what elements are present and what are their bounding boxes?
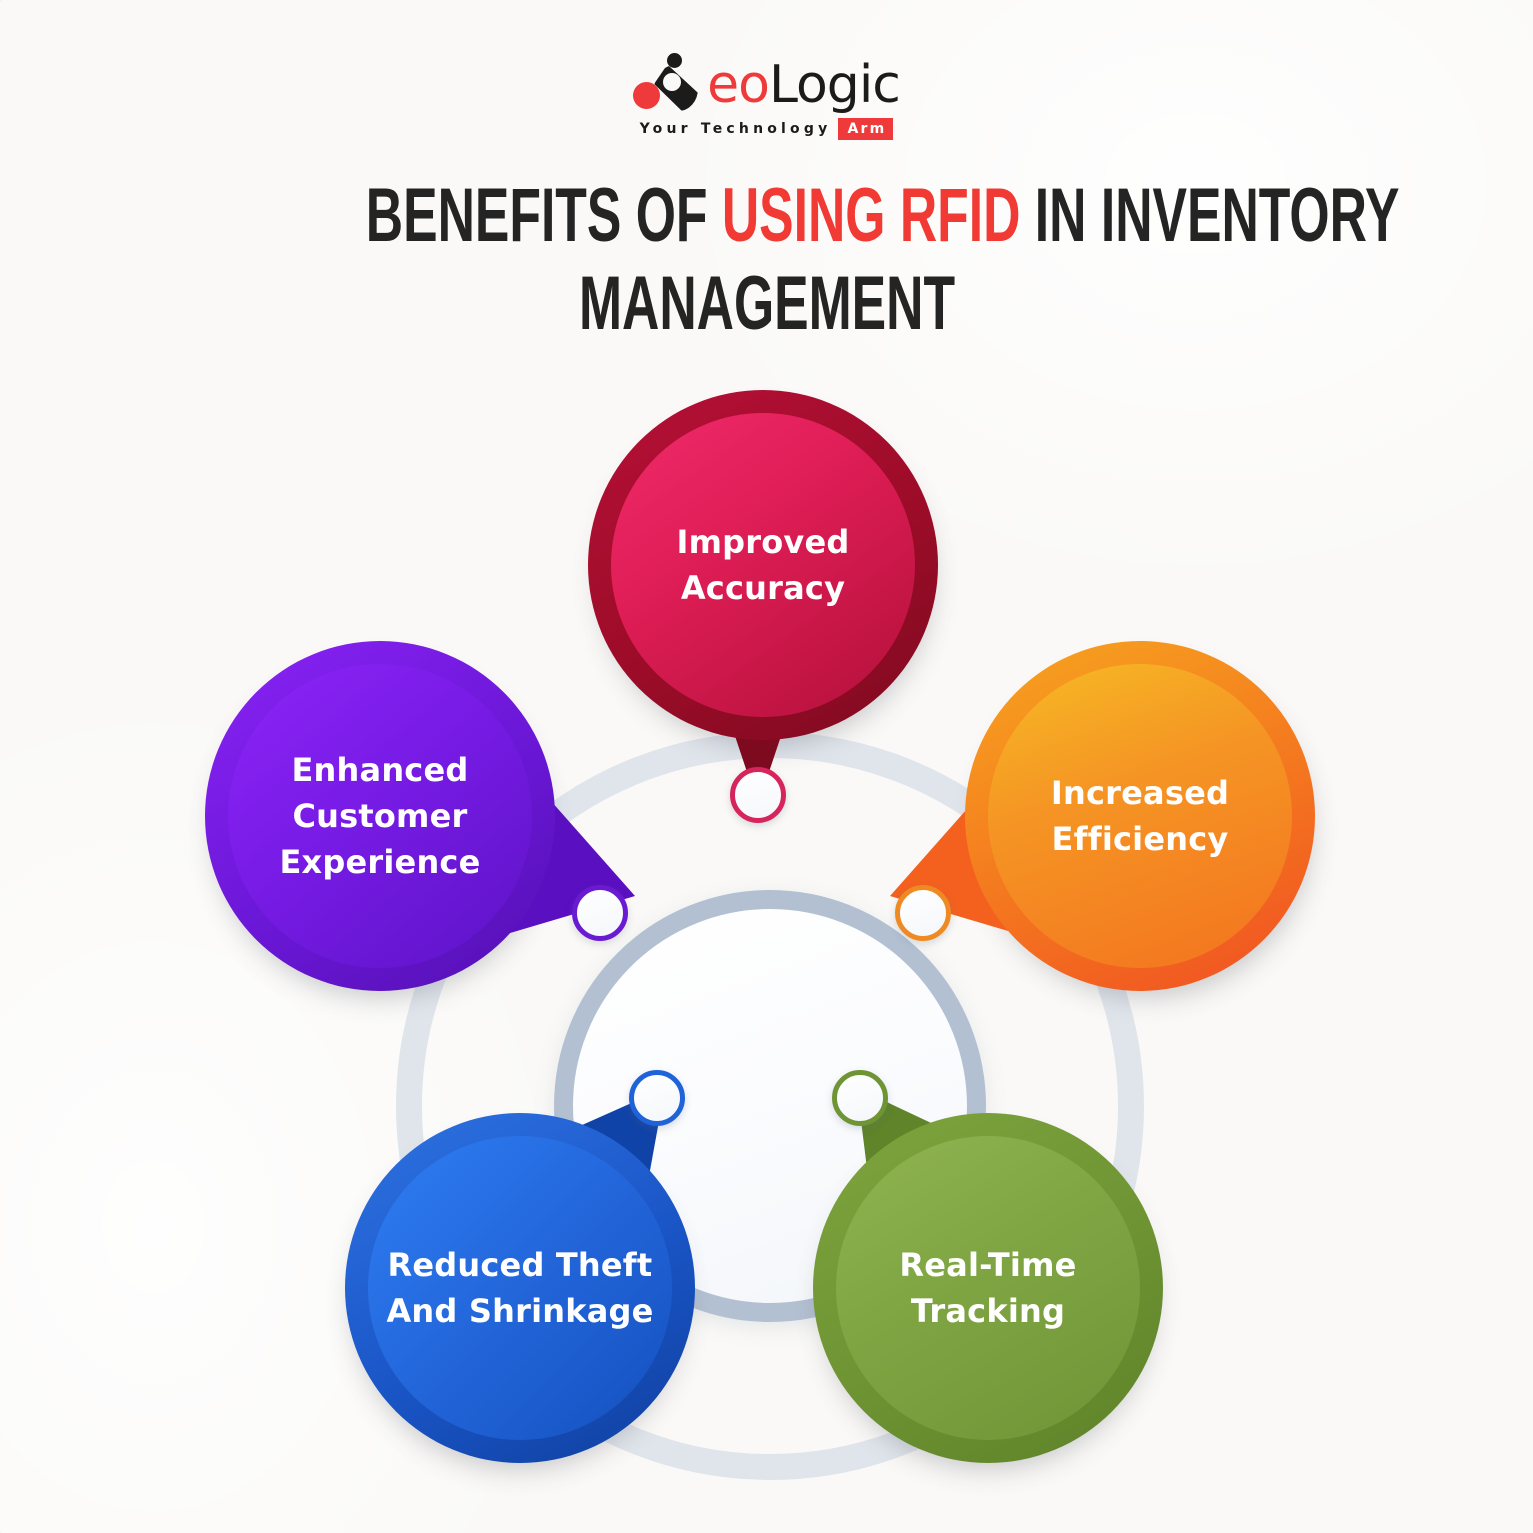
label-line: Tracking	[910, 1292, 1066, 1330]
node-label-reduced-theft: Reduced Theft And Shrinkage	[368, 1242, 671, 1334]
title-text-after: IN INVENTORY	[1019, 173, 1399, 258]
marker-increased-efficiency[interactable]	[895, 885, 951, 941]
node-improved-accuracy[interactable]: Improved Accuracy	[583, 385, 943, 805]
header: eo Logic Your Technology Arm BENEFITS OF…	[0, 0, 1533, 348]
label-line: Real-Time	[899, 1245, 1077, 1284]
label-line: Experience	[279, 843, 481, 882]
label-line: Efficiency	[1051, 820, 1229, 858]
node-enhanced-customer-experience[interactable]: Enhanced Customer Experience	[200, 636, 640, 1016]
benefits-radial-diagram: Improved Accuracy Increased Efficiency R…	[0, 340, 1533, 1530]
marker-real-time-tracking[interactable]	[832, 1070, 888, 1126]
tagline-text: Your Technology	[639, 120, 832, 137]
logo-text-eo: eo	[707, 54, 770, 115]
logo-person-head-icon	[667, 52, 683, 68]
label-line: Customer	[292, 796, 468, 835]
logo-text-logic: Logic	[768, 54, 901, 115]
marker-reduced-theft[interactable]	[629, 1070, 685, 1126]
node-body-reduced-theft: Reduced Theft And Shrinkage	[368, 1136, 672, 1440]
label-line: Accuracy	[680, 569, 846, 607]
label-line: Improved	[676, 522, 850, 561]
logo-wordmark: eo Logic	[633, 52, 901, 115]
node-real-time-tracking[interactable]: Real-Time Tracking	[795, 1058, 1195, 1478]
label-line: And Shrinkage	[386, 1292, 654, 1330]
aeologic-mark-icon	[633, 52, 711, 111]
label-line: Increased	[1050, 773, 1230, 812]
logo-person-body-icon	[654, 64, 699, 111]
node-body-improved-accuracy: Improved Accuracy	[611, 413, 915, 717]
logo-red-dot-icon	[633, 81, 661, 109]
title-line-1: BENEFITS OF USING RFID IN INVENTORY	[365, 172, 1399, 260]
node-body-real-time-tracking: Real-Time Tracking	[836, 1136, 1140, 1440]
tagline-badge: Arm	[838, 117, 894, 140]
marker-improved-accuracy[interactable]	[730, 767, 786, 823]
node-reduced-theft-and-shrinkage[interactable]: Reduced Theft And Shrinkage	[335, 1058, 735, 1478]
brand-logo: eo Logic Your Technology Arm	[0, 48, 1533, 144]
brand-tagline: Your Technology Arm	[639, 117, 894, 140]
title-text-accent: USING RFID	[721, 173, 1020, 258]
title-text-before: BENEFITS OF	[365, 173, 722, 258]
node-label-enhanced-customer: Enhanced Customer Experience	[261, 747, 498, 885]
marker-enhanced-customer[interactable]	[572, 885, 628, 941]
page-title: BENEFITS OF USING RFID IN INVENTORY MANA…	[177, 172, 1399, 348]
label-line: Reduced Theft	[387, 1245, 653, 1284]
node-label-increased-efficiency: Increased Efficiency	[1033, 770, 1247, 862]
node-increased-efficiency[interactable]: Increased Efficiency	[890, 636, 1330, 1016]
title-line-2: MANAGEMENT	[578, 261, 955, 347]
node-label-improved-accuracy: Improved Accuracy	[659, 519, 868, 611]
node-body-enhanced-customer: Enhanced Customer Experience	[228, 664, 532, 968]
node-body-increased-efficiency: Increased Efficiency	[988, 664, 1292, 968]
label-line: Enhanced	[291, 750, 469, 789]
node-label-real-time-tracking: Real-Time Tracking	[881, 1242, 1094, 1334]
